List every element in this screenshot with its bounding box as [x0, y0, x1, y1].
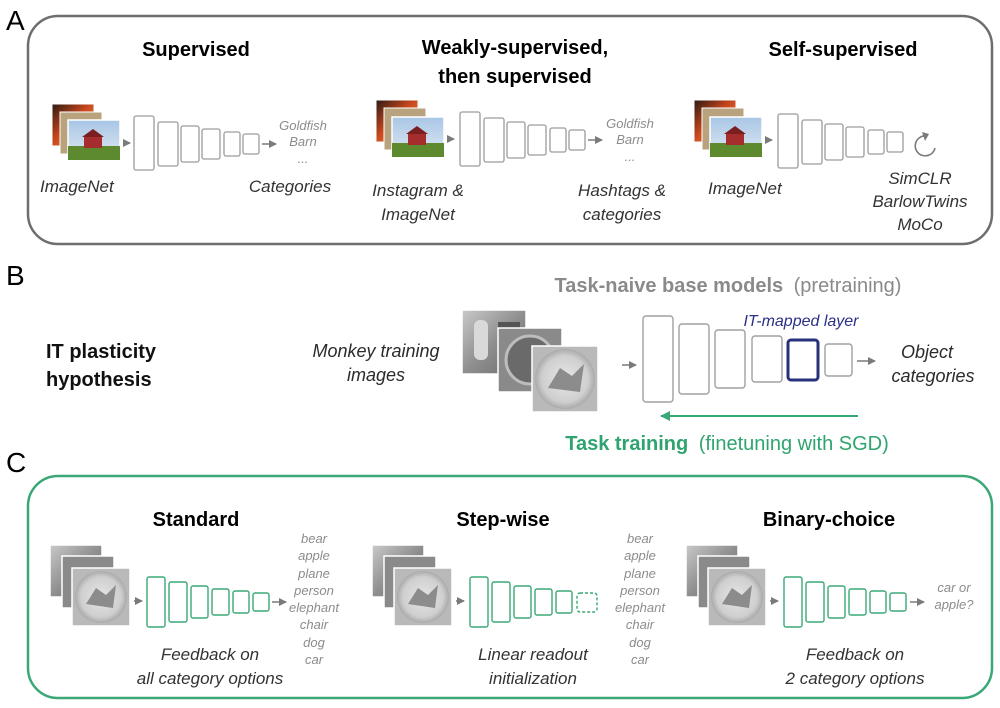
monkey-image-stack: [685, 544, 767, 627]
output-item: plane: [623, 566, 656, 581]
caption: Linear readout: [478, 645, 589, 664]
output-label: categories: [583, 205, 662, 224]
image-stack-color: [51, 103, 121, 161]
panel-c-standard: Standard bear apple plane person elephan…: [49, 509, 340, 688]
monkey-image-stack: [49, 544, 131, 627]
network-b: [642, 315, 853, 403]
base-models-heading: Task-naive base models (pretraining): [555, 275, 902, 297]
it-mapped-layer: [786, 338, 820, 382]
panel-c-letter: C: [6, 447, 26, 478]
input-label: images: [347, 365, 405, 385]
panel-a-weakly-supervised: Weakly-supervised, then supervised Insta…: [372, 37, 666, 224]
cycle-arrow-icon: [914, 132, 936, 157]
dashed-readout-layer: [576, 592, 598, 613]
network-a3: [777, 113, 904, 169]
output-item: Barn: [289, 134, 316, 149]
column-title: Binary-choice: [763, 509, 895, 531]
network-a1: [133, 115, 260, 171]
panel-a-letter: A: [6, 5, 25, 36]
output-item: car or: [937, 580, 971, 595]
image-stack-color: [693, 99, 763, 158]
column-title: Step-wise: [456, 509, 549, 531]
output-item: apple: [624, 548, 656, 563]
output-item: apple?: [934, 597, 974, 612]
caption: 2 category options: [785, 669, 925, 688]
output-item: dog: [629, 635, 651, 650]
output-item: plane: [297, 566, 330, 581]
network-c1: [146, 576, 270, 628]
column-title: Weakly-supervised,: [422, 37, 608, 59]
output-label: Object: [901, 342, 954, 362]
monkey-image-stack: [461, 309, 599, 413]
output-item: Barn: [616, 132, 643, 147]
output-item: elephant: [289, 600, 340, 615]
output-item: Goldfish: [606, 116, 654, 131]
output-label: Hashtags &: [578, 181, 666, 200]
panel-b-letter: B: [6, 260, 25, 291]
input-label: ImageNet: [40, 177, 115, 196]
input-label: ImageNet: [381, 205, 456, 224]
caption: Feedback on: [161, 645, 259, 664]
output-label: SimCLR: [888, 169, 951, 188]
output-item: elephant: [615, 600, 666, 615]
output-label: MoCo: [897, 215, 942, 234]
panel-a-supervised: Supervised ImageNet Goldfish Barn ... Ca…: [40, 39, 332, 196]
panel-a-frame: [26, 14, 994, 246]
column-title: then supervised: [438, 66, 591, 88]
input-label: Monkey training: [312, 341, 439, 361]
output-label: Categories: [249, 177, 332, 196]
output-item: person: [619, 583, 660, 598]
caption: all category options: [137, 669, 284, 688]
caption: initialization: [489, 669, 577, 688]
output-item: ...: [625, 149, 636, 164]
output-item: bear: [627, 531, 654, 546]
panel-c-binary-choice: Binary-choice car or apple? Feedback on …: [685, 509, 974, 688]
output-item: apple: [298, 548, 330, 563]
column-title: Supervised: [142, 39, 250, 61]
output-item: chair: [626, 617, 655, 632]
input-label: ImageNet: [708, 179, 783, 198]
output-item: person: [293, 583, 334, 598]
panel-a-self-supervised: Self-supervised ImageNet SimCLR BarlowTw…: [693, 39, 968, 234]
hypothesis-title: hypothesis: [46, 369, 152, 391]
caption: Feedback on: [806, 645, 904, 664]
output-item: car: [631, 652, 650, 667]
network-a2: [459, 111, 586, 167]
hypothesis-title: IT plasticity: [46, 341, 157, 363]
panel-c-step-wise: Step-wise bear apple plane person elepha…: [371, 509, 666, 688]
output-item: bear: [301, 531, 328, 546]
output-item: car: [305, 652, 324, 667]
column-title: Standard: [153, 509, 240, 531]
monkey-image-stack: [371, 544, 453, 627]
output-item: dog: [303, 635, 325, 650]
network-c2: [469, 576, 598, 628]
image-stack-color: [375, 99, 445, 158]
panel-c-frame: [26, 474, 994, 700]
network-c3: [783, 576, 907, 628]
output-label: BarlowTwins: [872, 192, 968, 211]
output-item: ...: [298, 151, 309, 166]
column-title: Self-supervised: [769, 39, 918, 61]
output-item: Goldfish: [279, 118, 327, 133]
output-item: chair: [300, 617, 329, 632]
input-label: Instagram &: [372, 181, 464, 200]
it-layer-label: IT-mapped layer: [743, 313, 859, 330]
output-label: categories: [891, 366, 974, 386]
task-training-heading: Task training (finetuning with SGD): [565, 433, 889, 455]
